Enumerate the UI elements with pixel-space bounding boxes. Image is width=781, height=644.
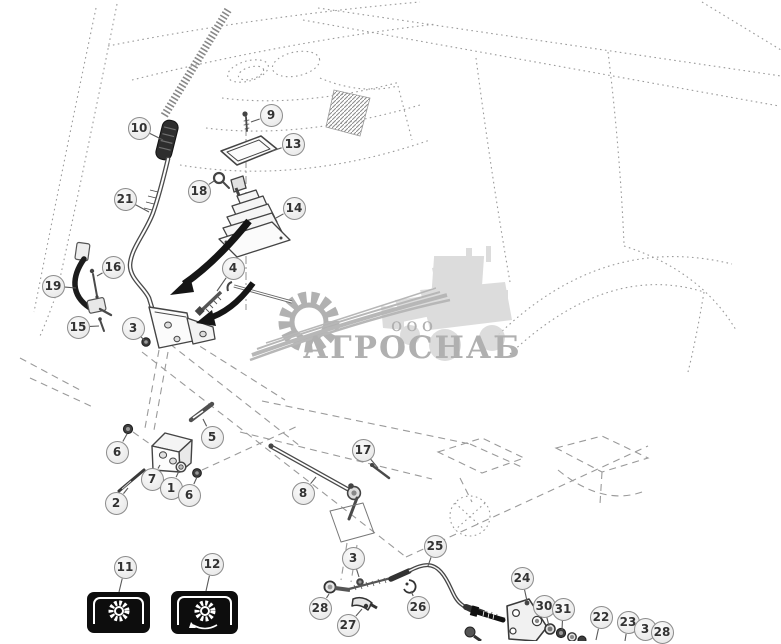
callout-26-25: 26 [407,596,430,619]
callout-3-22: 3 [342,547,365,570]
callout-25-21: 25 [424,535,447,558]
callout-14-5: 14 [283,197,306,220]
screw-15 [98,317,104,331]
callout-19-7: 19 [42,275,65,298]
cab-outline-lines [20,2,781,582]
callout-24-26: 24 [511,567,534,590]
shift-lever-shaft-21 [130,159,168,311]
bolt-bottom [465,627,481,641]
arrow-head [170,276,194,295]
pivot-bracket [149,307,215,348]
callout-21-4: 21 [114,188,137,211]
gear-icon [186,596,224,630]
rocker-switch-12 [171,591,238,634]
pin-5 [191,404,212,420]
callout-18-3: 18 [188,180,211,203]
callout-12-20: 12 [201,553,224,576]
clip-26 [404,580,416,593]
callout-22-29: 22 [590,606,613,629]
bolt-black [470,605,503,620]
callout-6-15: 6 [178,484,201,507]
callout-6-11: 6 [106,441,129,464]
callout-28-23: 28 [309,597,332,620]
rocker-switch-11 [87,592,150,633]
washer-1 [176,462,186,472]
watermark-company-name: АГРОСНАБ [303,330,522,366]
fork-27 [352,598,377,610]
callout-2-16: 2 [105,492,128,515]
cover-plate-13 [221,136,277,165]
retainer-clip-18 [214,173,229,188]
callout-8-17: 8 [292,482,315,505]
callout-17-18: 17 [352,439,375,462]
callout-31-28: 31 [552,598,575,621]
nut-6-left [123,424,132,433]
callout-28-32: 28 [651,621,674,644]
callout-11-19: 11 [114,556,137,579]
callout-9-1: 9 [260,104,283,127]
callout-10-0: 10 [128,117,151,140]
nut-6-right [193,469,202,478]
cable-rod-end-28 [324,581,350,592]
callout-27-24: 27 [337,614,360,637]
callout-15-8: 15 [67,316,90,339]
parts [75,111,586,641]
callout-5-12: 5 [201,426,224,449]
pin-17 [370,463,389,478]
callout-16-6: 16 [102,256,125,279]
callout-3-9: 3 [122,317,145,340]
gear-icon [100,596,138,630]
callout-13-2: 13 [282,133,305,156]
screw-16 [90,269,99,299]
shift-lever-handle-grip-10 [154,119,179,162]
callout-4-10: 4 [222,257,245,280]
washers-30-31 [545,624,586,641]
